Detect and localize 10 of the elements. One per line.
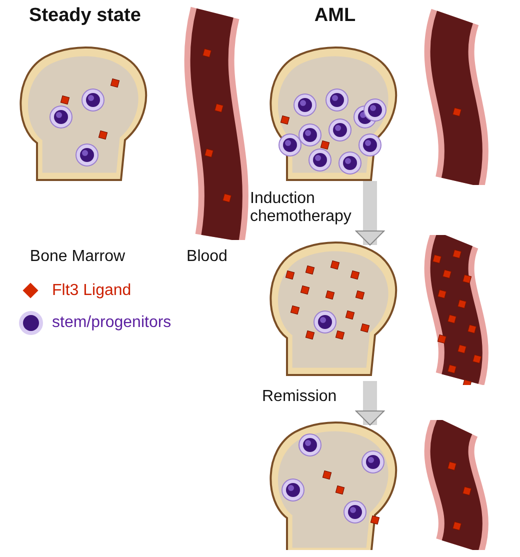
down-arrow (356, 181, 384, 246)
down-arrow (356, 381, 384, 426)
legend-label: Flt3 Ligand (52, 282, 132, 300)
panel-label: Bone Marrow (28, 248, 126, 266)
panel-heading: AML (313, 5, 357, 27)
panel-label: Blood (186, 248, 228, 266)
legend-label: stem/progenitors (52, 314, 172, 332)
edge-label: Remission (262, 388, 338, 406)
panel-heading: Steady state (28, 5, 142, 27)
edge-label: Induction chemotherapy (250, 190, 350, 226)
